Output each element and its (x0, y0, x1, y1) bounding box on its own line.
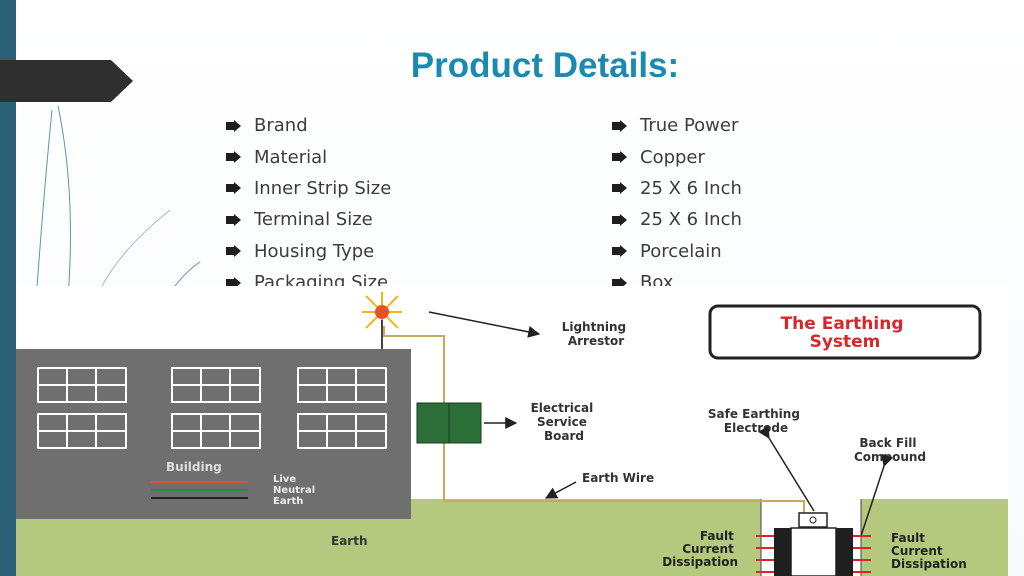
list-item: 25 X 6 Inch (612, 173, 742, 204)
arrow-bullet-icon (612, 276, 627, 289)
lightning-arrestor-icon (362, 292, 402, 349)
legend-earth: Earth (273, 496, 303, 507)
arrow-bullet-icon (226, 245, 241, 258)
detail-value: Copper (640, 146, 705, 168)
list-item: Brand (226, 110, 391, 141)
list-item: True Power (612, 110, 742, 141)
list-item: Housing Type (226, 236, 391, 267)
building (16, 349, 411, 519)
legend-neutral: Neutral (273, 485, 315, 496)
detail-label: Housing Type (254, 240, 375, 262)
backfill-left (774, 528, 791, 576)
earth-ground-label: Earth (331, 534, 368, 548)
electrode-label: Safe Earthing Electrode (708, 407, 804, 435)
list-item: Copper (612, 141, 742, 172)
list-item: Inner Strip Size (226, 173, 391, 204)
earthing-system-heading: The Earthing System (781, 314, 910, 352)
arrow-bullet-icon (612, 151, 627, 164)
detail-values: True Power Copper 25 X 6 Inch 25 X 6 Inc… (612, 110, 742, 298)
detail-label: Material (254, 146, 328, 168)
building-label: Building (166, 460, 222, 474)
arrow-bullet-icon (226, 119, 241, 132)
arrow-bullet-icon (226, 276, 241, 289)
detail-value: Porcelain (640, 240, 722, 262)
earth-wire-path (383, 326, 805, 514)
detail-value: True Power (640, 115, 739, 137)
arrow-bullet-icon (612, 213, 627, 226)
dissipation-arrows (756, 535, 871, 573)
detail-label: Terminal Size (254, 209, 373, 231)
arrow-bullet-icon (226, 213, 241, 226)
earth-wire-label: Earth Wire (582, 471, 654, 485)
earth-pit-cap (798, 512, 828, 528)
building-windows (37, 367, 387, 449)
left-accent-bar (0, 0, 16, 576)
backfill-right (836, 528, 853, 576)
arrow-bullet-icon (612, 119, 627, 132)
service-board-label: Electrical Service Board (531, 401, 598, 443)
backfill-label: Back Fill Compound (854, 436, 926, 464)
arrow-bullet-icon (226, 182, 241, 195)
list-item: Material (226, 141, 391, 172)
list-item: 25 X 6 Inch (612, 204, 742, 235)
list-item: Terminal Size (226, 204, 391, 235)
arrow-bullet-icon (612, 245, 627, 258)
earthing-system-diagram: Building Live Neutral Earth Lightning Ar… (16, 286, 1008, 576)
detail-value: 25 X 6 Inch (640, 209, 742, 231)
detail-label: Inner Strip Size (254, 177, 392, 199)
earthing-system-heading-box (708, 304, 982, 360)
detail-label: Brand (254, 115, 308, 137)
list-item: Porcelain (612, 236, 742, 267)
lightning-arrestor-label: Lightning Arrestor (562, 320, 631, 348)
detail-value: 25 X 6 Inch (640, 177, 742, 199)
page-title: Product Details: (410, 46, 680, 85)
fault-dissipation-left-label: Fault Current Dissipation (662, 529, 738, 569)
arrow-bullet-icon (226, 151, 241, 164)
fault-dissipation-right-label: Fault Current Dissipation (891, 531, 967, 571)
arrow-bullet-icon (612, 182, 627, 195)
legend-live: Live (273, 474, 296, 485)
detail-labels: Brand Material Inner Strip Size Terminal… (226, 110, 391, 298)
earthing-electrode (790, 527, 837, 576)
title-tag-shape (0, 60, 133, 102)
